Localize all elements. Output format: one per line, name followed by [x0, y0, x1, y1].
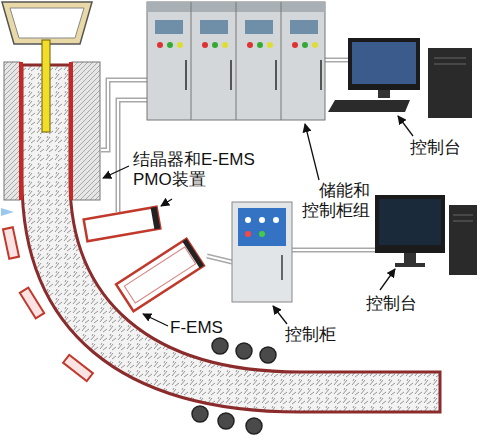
control-cabinet: [232, 202, 292, 302]
nozzle: [42, 40, 50, 132]
callout-label: 控制台: [366, 294, 436, 314]
console-computer: [375, 195, 477, 275]
mould: [4, 62, 100, 200]
rolls: [192, 338, 276, 434]
cabinet-group: [147, 2, 325, 120]
console-computer: [328, 38, 472, 118]
outer-devices: [3, 227, 93, 381]
callout-label: 结晶器和E-EMS PMO装置: [133, 150, 293, 191]
callout-label: 储能和 控制柜组: [280, 181, 370, 222]
e-ems-device: [84, 207, 161, 242]
tundish: [2, 2, 92, 44]
callout-label: 控制柜: [285, 325, 355, 345]
callout-label: F-EMS: [170, 318, 240, 338]
f-ems-device: [116, 239, 204, 312]
callout-label: 控制台: [410, 138, 480, 158]
spray-mark: [1, 208, 14, 216]
